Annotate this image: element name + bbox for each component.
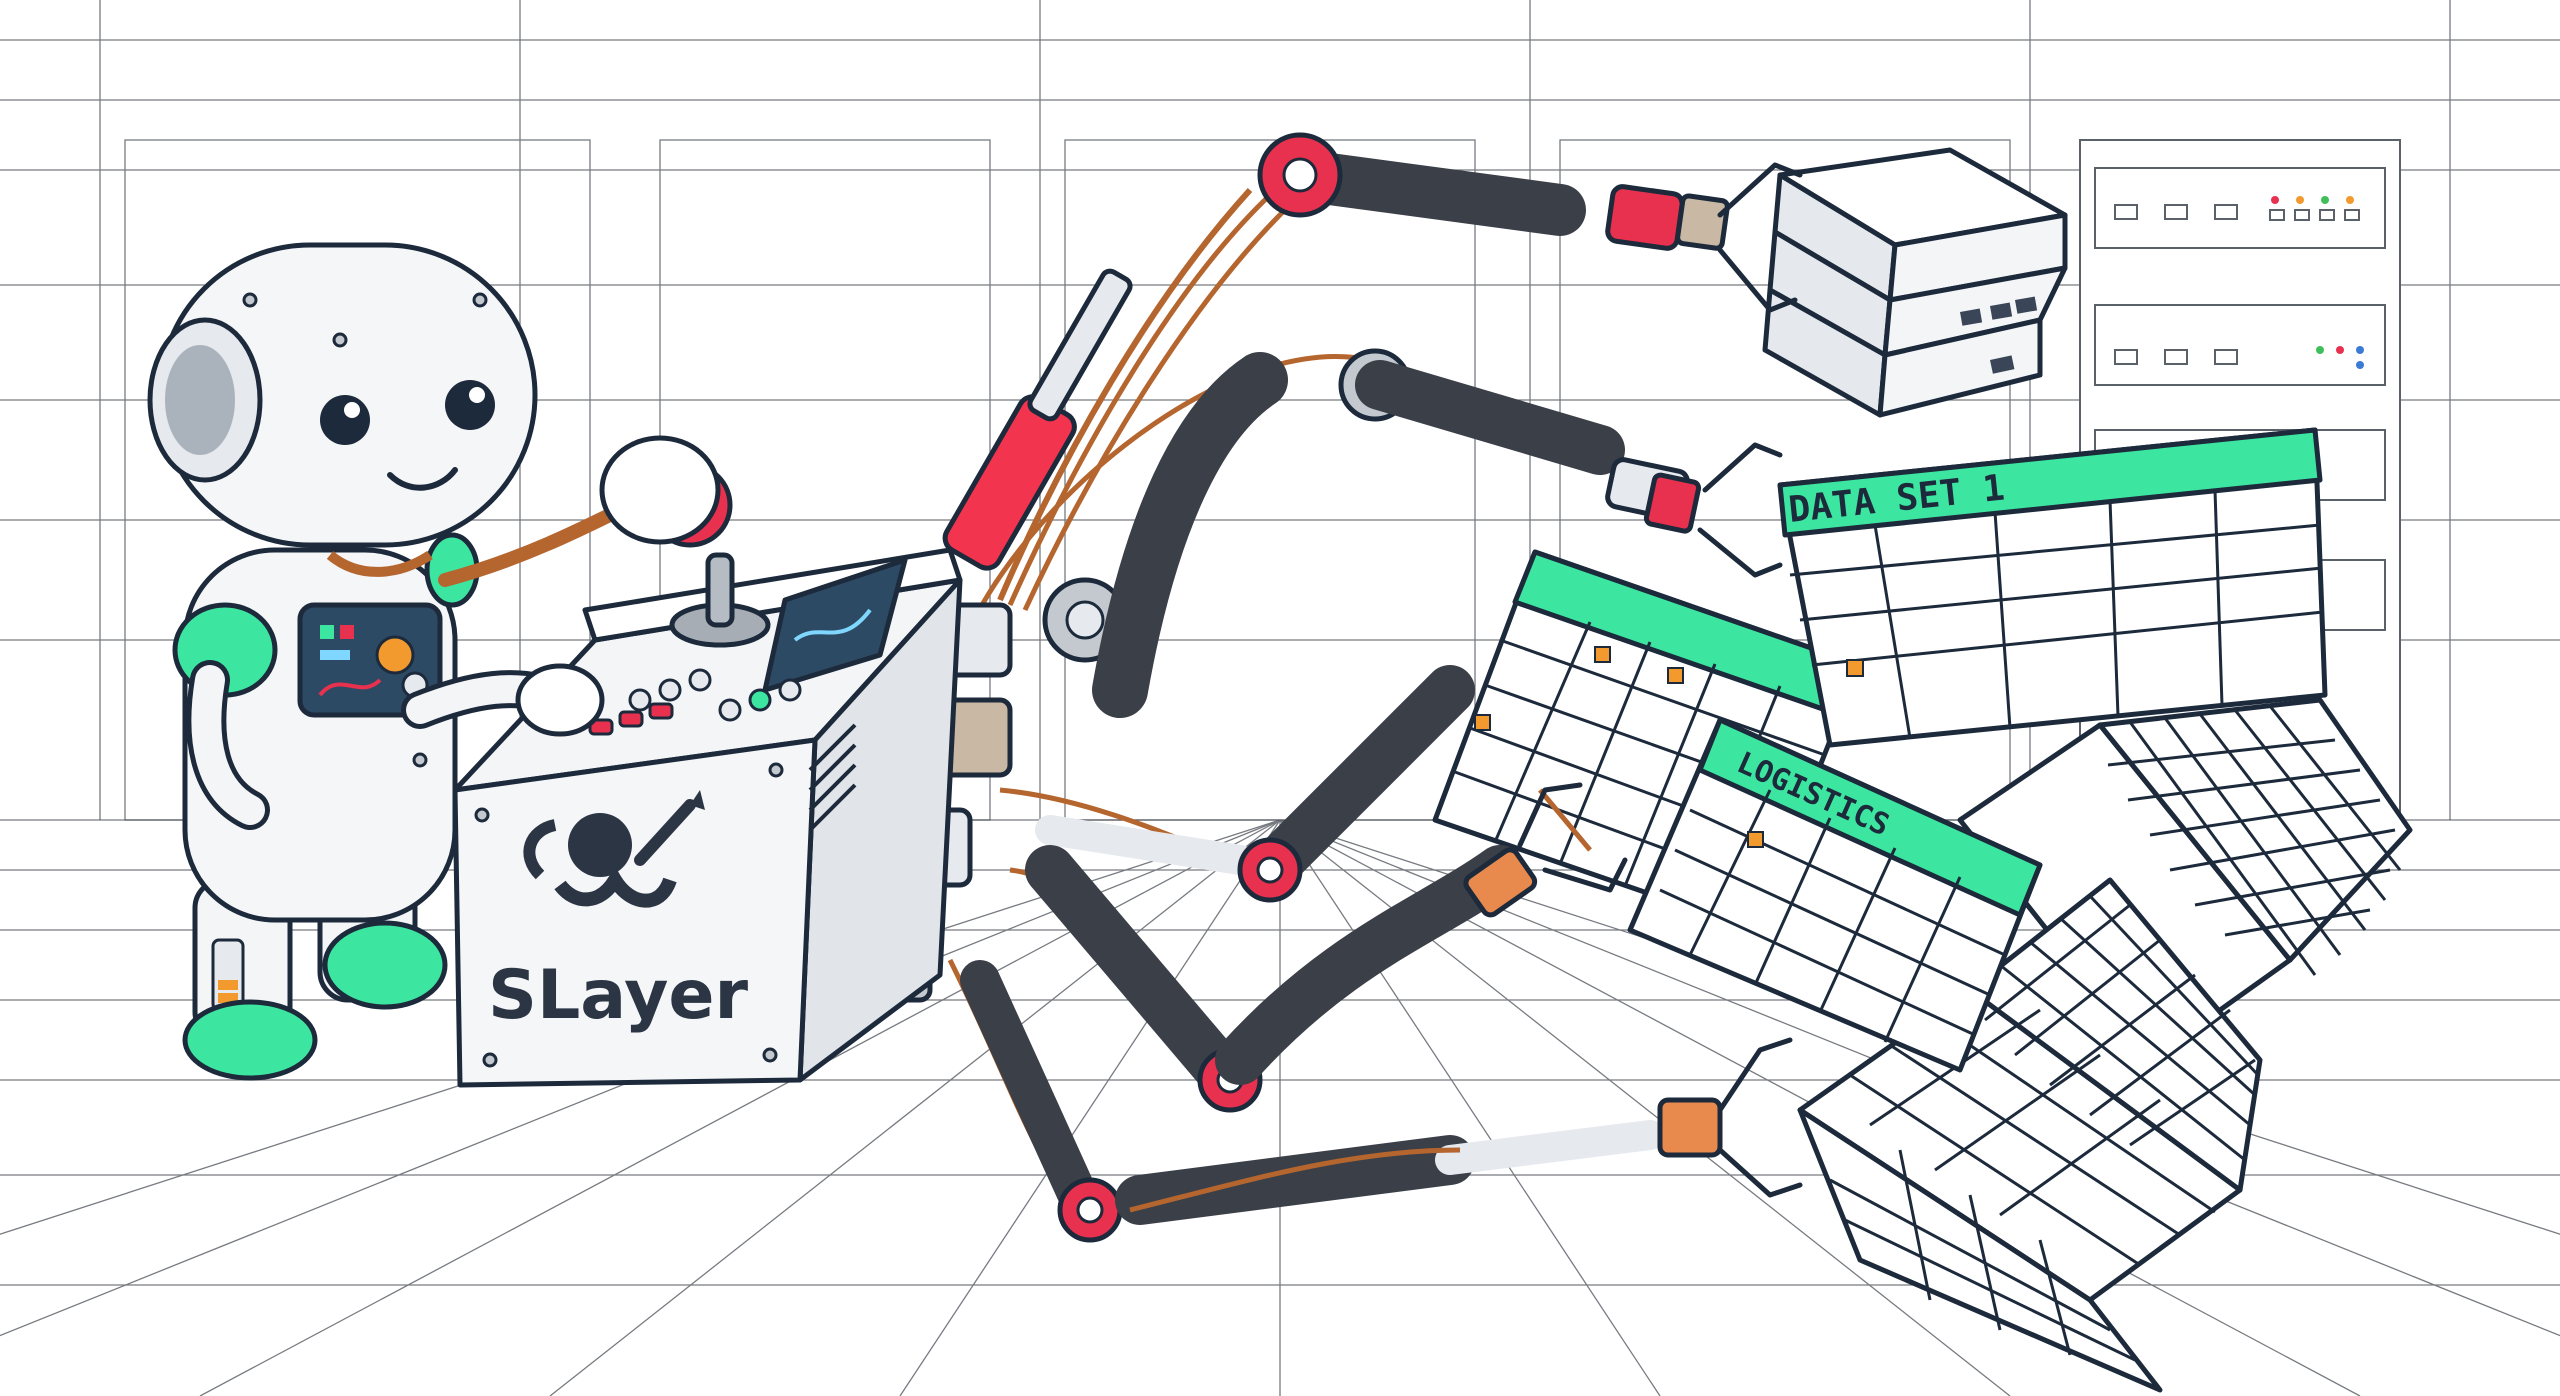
control-panel-screen	[762, 557, 908, 693]
rack-unit-2	[2094, 304, 2386, 386]
vent-slots	[808, 723, 857, 832]
brand-logo: SLayer	[488, 790, 749, 1035]
robot-head	[147, 242, 538, 548]
robot-arm-2	[957, 348, 1783, 718]
octopus-rocket-logo-icon	[523, 790, 705, 908]
server-box-bottom	[1762, 287, 2043, 418]
server-stack	[1762, 147, 2068, 418]
spreadsheet-data-set-1: DATA SET 1	[1777, 427, 2328, 748]
control-buttons	[588, 668, 802, 736]
robot-arm-5	[947, 958, 1803, 1243]
data-cube-upper-right	[1957, 697, 2413, 1063]
brand-name: SLayer	[488, 956, 749, 1035]
data-cube-lower	[1797, 877, 2263, 1393]
robot-arm-3	[999, 665, 1592, 903]
rack-unit-1	[2094, 167, 2386, 249]
robot-mascot	[147, 242, 721, 1081]
robot-arm-1	[942, 132, 1803, 663]
chest-panel	[297, 602, 443, 718]
robot-arm-4	[1009, 782, 1628, 1113]
robot-arm-right	[438, 435, 721, 587]
robot-arm-left	[186, 660, 605, 830]
